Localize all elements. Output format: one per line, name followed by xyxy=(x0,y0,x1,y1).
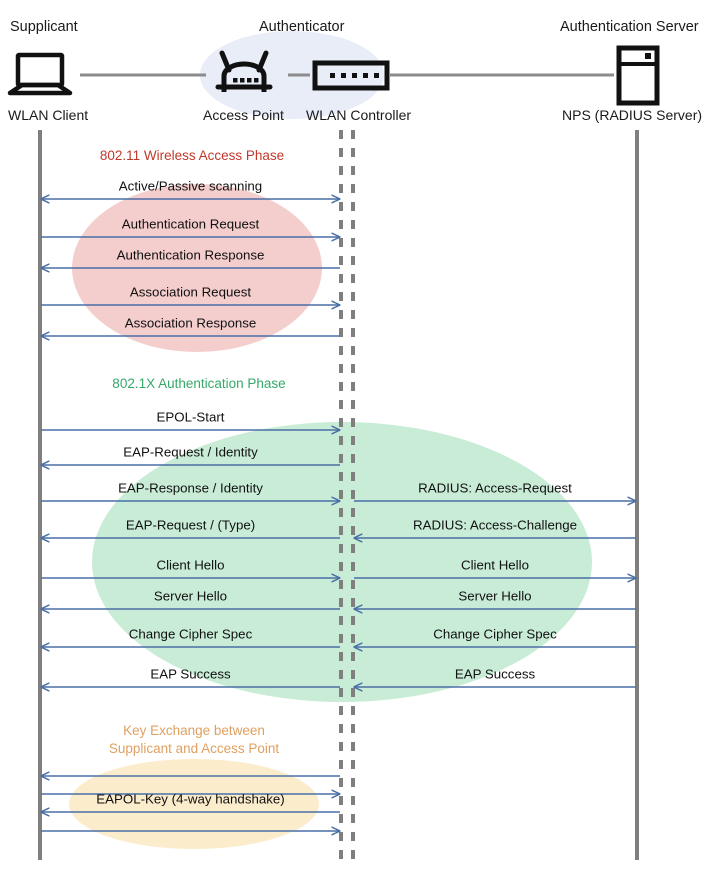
phase-label-8021x: 802.1X Authentication Phase xyxy=(112,376,286,391)
message-right-label: RADIUS: Access-Request xyxy=(418,480,572,496)
message-right-label: EAP Success xyxy=(454,666,536,682)
message-right-label: Server Hello xyxy=(458,588,532,604)
server-icon xyxy=(616,45,660,106)
message-left-label: EAP-Request / (Type) xyxy=(125,517,256,533)
phase-label-80211: 802.11 Wireless Access Phase xyxy=(99,148,285,163)
message-left-label: Server Hello xyxy=(153,588,228,604)
phase-label-key-exchange-line2: Supplicant and Access Point xyxy=(108,741,280,757)
message-left-label: Association Request xyxy=(129,284,252,300)
actor-role-supplicant: Supplicant xyxy=(10,19,78,35)
message-right-label: Client Hello xyxy=(461,557,529,573)
message-left-label: Authentication Response xyxy=(116,247,265,263)
message-left-label: Active/Passive scanning xyxy=(118,178,263,194)
message-left-label: Client Hello xyxy=(156,557,225,573)
message-left-label: Association Response xyxy=(124,315,257,331)
arrows-left-segment xyxy=(41,199,340,831)
arrows-right-segment xyxy=(354,501,636,687)
message-left-label: EAPOL-Key (4-way handshake) xyxy=(96,791,285,807)
ellipse-phase-key-exchange xyxy=(69,759,319,849)
actor-name-wlan-controller: WLAN Controller xyxy=(306,107,412,123)
actor-role-auth-server: Authentication Server xyxy=(560,19,699,35)
message-right-label: RADIUS: Access-Challenge xyxy=(412,517,578,533)
actor-name-wlan-client: WLAN Client xyxy=(8,107,89,123)
actor-role-authenticator: Authenticator xyxy=(259,19,345,35)
actor-name-access-point: Access Point xyxy=(203,107,284,123)
message-left-label: Change Cipher Spec xyxy=(128,626,253,642)
laptop-icon xyxy=(7,52,73,96)
access-point-icon xyxy=(215,50,273,92)
message-left-label: EAP-Response / Identity xyxy=(118,480,263,496)
phase-label-key-exchange-line1: Key Exchange between xyxy=(123,723,265,738)
actor-name-nps-server: NPS (RADIUS Server) xyxy=(562,107,703,123)
message-left-label: EAP Success xyxy=(150,666,231,682)
message-left-label: EPOL-Start xyxy=(156,409,225,425)
wlan-controller-icon xyxy=(312,60,390,91)
message-right-label: Change Cipher Spec xyxy=(433,626,557,642)
message-left-label: EAP-Request / Identity xyxy=(123,444,258,460)
phase-label-key-exchange: Key Exchange between Supplicant and Acce… xyxy=(109,722,279,758)
message-left-label: Authentication Request xyxy=(121,216,260,232)
